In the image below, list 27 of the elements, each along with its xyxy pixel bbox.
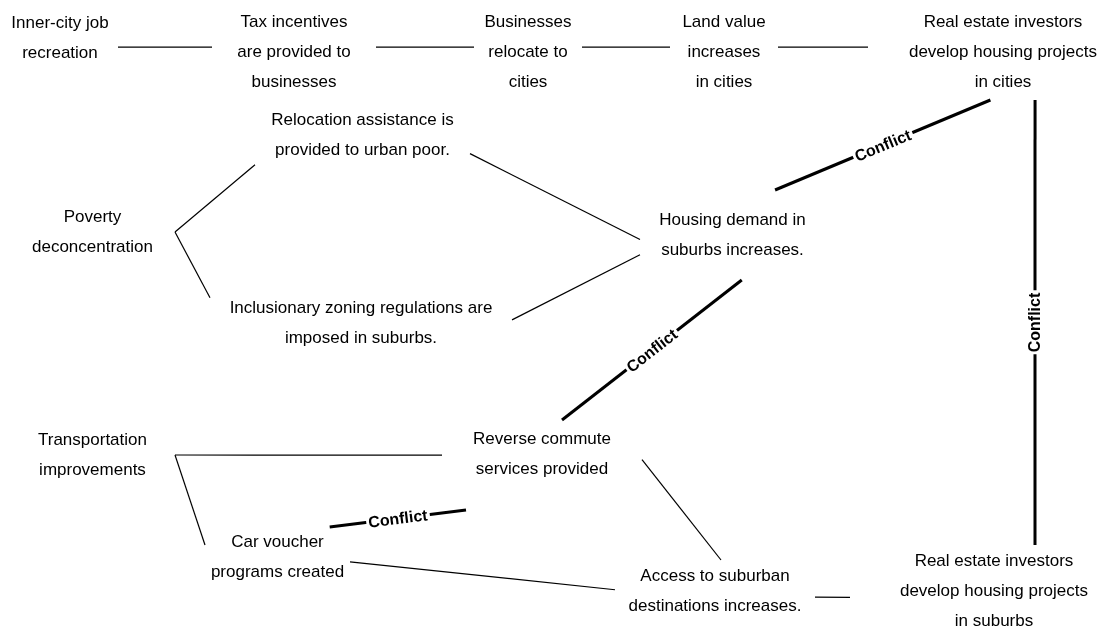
node-text: Inclusionary zoning regulations are imposed in suburbs. [228,296,494,349]
node-text: Land value increases in cities [681,11,767,93]
connector-line [581,46,671,48]
connector-line [469,153,641,241]
connector-line [174,454,443,456]
node-text: Car voucher programs created [209,531,346,583]
node-text: Relocation assistance is provided to urban poor. [270,109,455,161]
connector-line [641,459,722,561]
connector-line [511,254,641,321]
node-text: Inner-city job recreation [10,12,110,64]
connector-line [174,164,256,233]
node-text: Real estate investors develop housing projects in cities [907,11,1099,93]
node-text: Reverse commute services provided [472,428,612,480]
connector-line [174,454,206,546]
node-text: Businesses relocate to cities [483,11,573,93]
connector-line [777,46,869,48]
connector-line [174,231,211,299]
connector-line [375,46,475,48]
node-text: Tax incentives are provided to businesses [236,11,352,93]
node-text: Access to suburban destinations increases. [627,565,803,617]
node-text: Real estate investors develop housing projects in suburbs [898,550,1090,632]
node-text: Transportation improvements [37,429,148,481]
connector-line [117,46,213,48]
node-text: Poverty deconcentration [31,206,154,258]
connector-line [349,561,616,591]
node-text: Housing demand in suburbs increases. [658,209,807,261]
connector-line [814,596,851,599]
